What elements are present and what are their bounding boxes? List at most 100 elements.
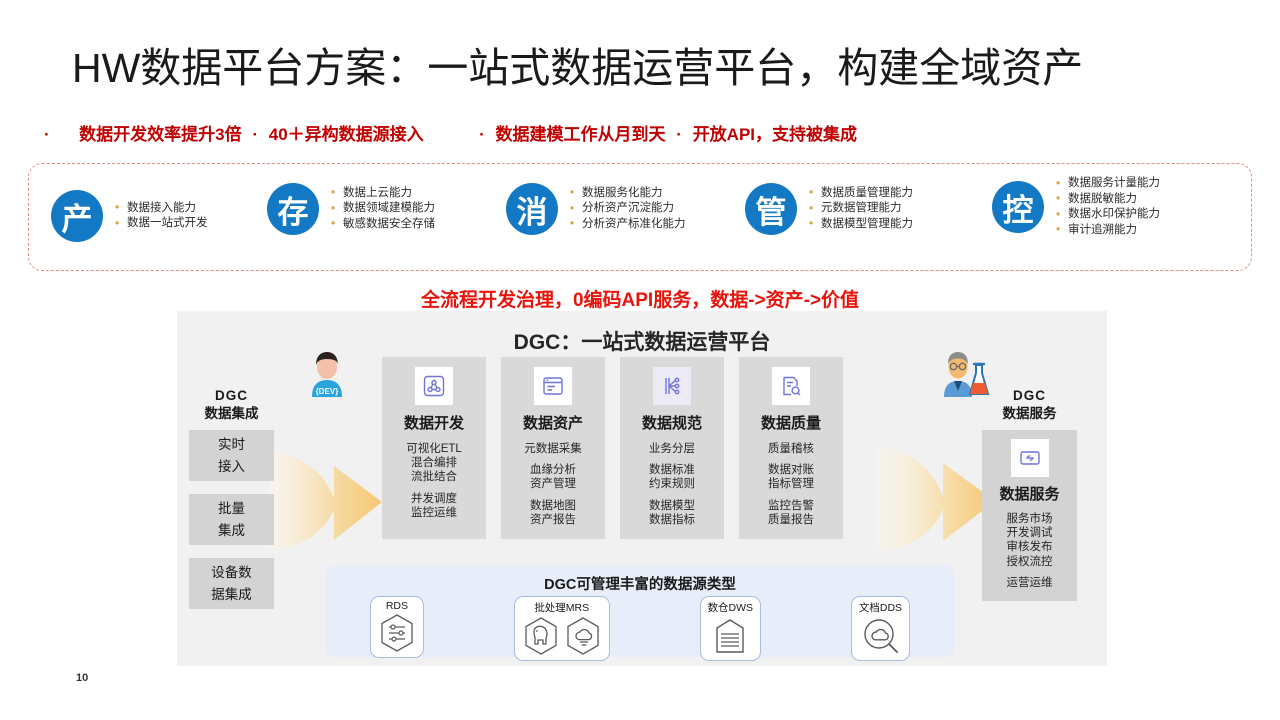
data-source-dws[interactable]: 数仓DWS: [699, 596, 762, 661]
capability-list-kong: 数据服务计量能力 数据脱敏能力 数据水印保护能力 审计追溯能力: [1055, 176, 1160, 238]
flow-arrow-right: [877, 447, 995, 551]
data-source-title: DGC可管理丰富的数据源类型: [544, 577, 736, 593]
capability-glyph-kong: 控: [992, 181, 1044, 233]
data-source-label: 批处理MRS: [534, 602, 590, 614]
box-line: 实时: [218, 436, 245, 452]
capability-item: 分析资产沉淀能力: [569, 201, 686, 217]
capability-item: 数据上云能力: [330, 185, 435, 202]
data-source-band: DGC可管理丰富的数据源类型 RDS 批处: [325, 565, 955, 661]
card-line: 业务分层: [649, 443, 695, 455]
card-lines: 可视化ETL 混合编排 流批结合 并发调度 监控运维: [406, 442, 462, 520]
capability-panel: 产 数据接入能力 数据一站式开发 存 数据上云能力 数据领域建模能力 敏感数据安…: [28, 163, 1252, 271]
card-line: 数据地图: [530, 499, 576, 512]
data-source-dds[interactable]: 文档DDS: [850, 596, 911, 661]
card-line: 数据指标: [649, 513, 695, 526]
highlight-line: · 数据开发效率提升3倍 · 40＋异构数据源接入 · 数据建模工作从月到天 ·…: [38, 122, 1248, 147]
capability-item: 数据领域建模能力: [330, 201, 435, 217]
right-column-header-cn: 数据服务: [1002, 406, 1057, 421]
capability-glyph-xiao: 消: [506, 183, 558, 235]
right-column-header-en: DGC: [1013, 388, 1046, 403]
capability-item: 数据服务化能力: [569, 185, 686, 202]
card-data-quality[interactable]: 数据质量 质量稽核 数据对账 指标管理 监控告警 质量报告: [739, 357, 843, 540]
card-line: 质量报告: [768, 513, 814, 526]
right-column-header: DGC 数据服务: [982, 387, 1077, 423]
card-line: 指标管理: [768, 478, 814, 491]
document-search-icon: [772, 367, 810, 405]
platform-title: DGC：一站式数据运营平台: [513, 331, 771, 354]
card-line: 运营运维: [1006, 576, 1053, 589]
capability-item: 敏感数据安全存储: [330, 216, 435, 233]
cloud-search-icon: [864, 619, 899, 653]
page-title: HW数据平台方案：一站式数据运营平台，构建全域资产: [72, 45, 1084, 91]
card-title: 数据开发: [403, 415, 464, 432]
card-data-development[interactable]: 数据开发 可视化ETL 混合编排 流批结合 并发调度 监控运维: [382, 357, 486, 540]
card-line: 数据模型: [649, 499, 695, 512]
capability-item: 数据一站式开发: [114, 216, 208, 232]
developer-avatar: {DEV}: [312, 352, 342, 397]
left-column-header-en: DGC: [215, 388, 248, 403]
flow-branch-icon: [653, 367, 691, 405]
card-data-standards[interactable]: 数据规范 业务分层 数据标准 约束规则 数据模型 数据指标: [620, 357, 724, 540]
share-nodes-icon: [415, 367, 453, 405]
data-source-label: 文档DDS: [858, 602, 903, 614]
card-data-assets[interactable]: 数据资产 元数据采集 血缘分析 资产管理 数据地图 资产报告: [501, 357, 605, 540]
capability-group-chan: 产 数据接入能力 数据一站式开发: [51, 190, 208, 242]
card-line: 资产管理: [530, 478, 576, 491]
document-lines-icon: [534, 367, 572, 405]
capability-group-kong: 控 数据服务计量能力 数据脱敏能力 数据水印保护能力 审计追溯能力: [992, 176, 1160, 238]
right-column-data-services: DGC 数据服务 数据服务 服务市场 开发调试 审核发布 授权流控: [982, 387, 1077, 602]
card-line: 质量稽核: [768, 443, 814, 455]
card-line: 可视化ETL: [406, 443, 462, 455]
integration-box-realtime[interactable]: 实时 接入: [189, 430, 274, 481]
box-line: 批量: [218, 500, 245, 516]
api-link-icon: [1010, 439, 1049, 477]
capability-item: 数据服务计量能力: [1055, 176, 1160, 192]
card-lines: 质量稽核 数据对账 指标管理 监控告警 质量报告: [768, 442, 814, 527]
data-source-list: RDS 批处理MRS: [325, 596, 955, 661]
data-source-rds[interactable]: RDS: [369, 596, 424, 658]
card-line: 开发调试: [1006, 527, 1053, 540]
page-number: 10: [76, 672, 89, 684]
capability-list-xiao: 数据服务化能力 分析资产沉淀能力 分析资产标准化能力: [569, 185, 686, 233]
capability-item: 审计追溯能力: [1055, 222, 1160, 239]
card-line: 元数据采集: [524, 443, 582, 455]
capability-list-guan: 数据质量管理能力 元数据管理能力 数据模型管理能力: [808, 185, 913, 233]
card-line: 混合编排: [411, 457, 457, 470]
data-scientist-avatar: [944, 352, 990, 397]
capability-item: 数据质量管理能力: [808, 185, 913, 202]
left-column-header: DGC 数据集成: [189, 387, 274, 423]
card-line: 并发调度: [411, 492, 457, 505]
card-title: 数据规范: [641, 415, 702, 432]
capability-item: 数据模型管理能力: [808, 216, 913, 233]
hexagon-flow-icon: [381, 614, 413, 652]
card-line: 审核发布: [1006, 541, 1053, 554]
integration-box-device[interactable]: 设备数 据集成: [189, 558, 274, 609]
platform-panel: DGC：一站式数据运营平台: [177, 311, 1107, 666]
red-subtitle: 全流程开发治理，0编码API服务，数据->资产->价值: [420, 290, 860, 311]
integration-box-batch[interactable]: 批量 集成: [189, 494, 274, 545]
capability-item: 数据水印保护能力: [1055, 207, 1160, 223]
highlight-item-4: 开放API，支持被集成: [692, 124, 858, 144]
capability-item: 元数据管理能力: [808, 201, 913, 217]
box-line: 设备数: [211, 564, 252, 580]
card-line: 服务市场: [1006, 513, 1053, 525]
data-source-mrs[interactable]: 批处理MRS: [513, 596, 610, 661]
box-line: 接入: [218, 458, 245, 474]
card-lines: 业务分层 数据标准 约束规则 数据模型 数据指标: [649, 442, 695, 527]
card-line: 监控运维: [411, 506, 457, 519]
capability-list-cun: 数据上云能力 数据领域建模能力 敏感数据安全存储: [330, 185, 435, 233]
highlight-bullet-1: ·: [44, 124, 50, 144]
capability-group-guan: 管 数据质量管理能力 元数据管理能力 数据模型管理能力: [745, 183, 913, 235]
capability-glyph-chan: 产: [51, 190, 103, 242]
left-column-data-integration: DGC 数据集成 实时 接入 批量 集成 设备数 据集成: [189, 387, 274, 609]
capability-group-cun: 存 数据上云能力 数据领域建模能力 敏感数据安全存储: [267, 183, 435, 235]
card-data-service[interactable]: 数据服务 服务市场 开发调试 审核发布 授权流控 运营运维: [982, 430, 1077, 602]
data-source-label: 数仓DWS: [707, 602, 754, 614]
hexagon-cloud-icon: [567, 617, 599, 655]
card-line: 资产报告: [530, 513, 576, 526]
card-title: 数据质量: [760, 415, 821, 432]
highlight-item-2: 40＋异构数据源接入: [268, 124, 424, 144]
card-title: 数据服务: [999, 486, 1060, 503]
capability-item: 数据接入能力: [114, 200, 208, 217]
capability-glyph-cun: 存: [267, 183, 319, 235]
